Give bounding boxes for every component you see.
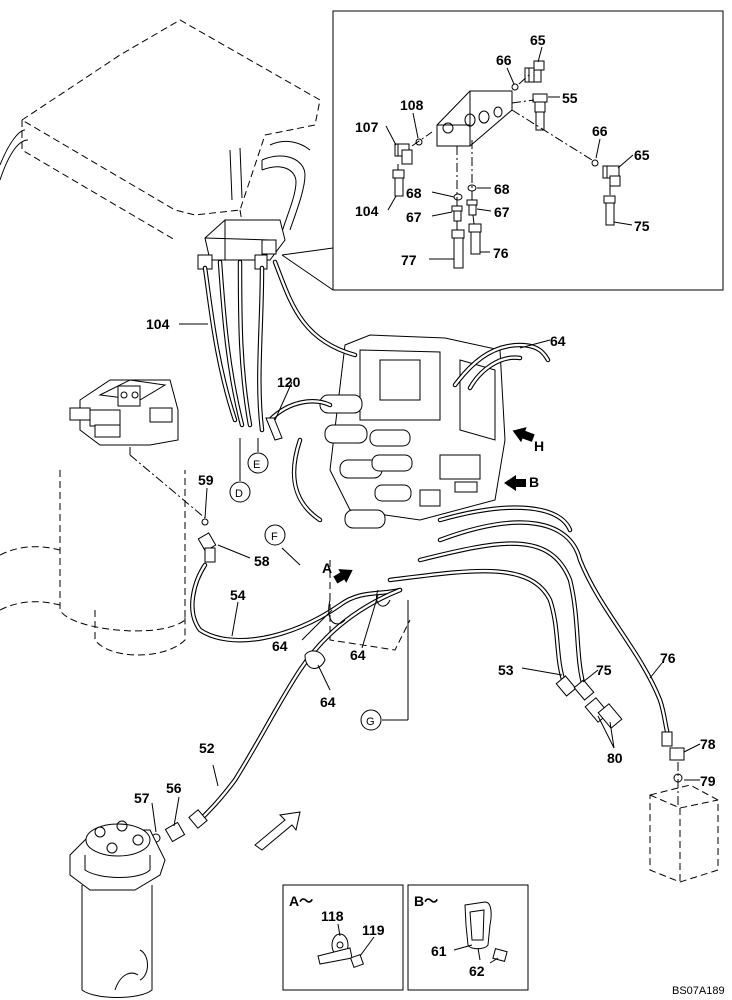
pilot-manifold [197, 219, 286, 270]
label-68-right: 68 [494, 181, 510, 197]
label-108: 108 [400, 97, 424, 113]
detail-view-b-title: B～ [414, 893, 438, 909]
connector-55 [532, 93, 548, 131]
detail-view-b: B～ 61 62 [407, 884, 529, 991]
main-control-valve [319, 334, 506, 529]
label-79: 79 [700, 773, 716, 789]
adapter-67-right [466, 199, 478, 216]
label-66-top: 66 [496, 52, 512, 68]
detail-view-a-title: A～ [289, 893, 313, 909]
o-ring-68-left [453, 193, 463, 201]
label-76: 76 [660, 650, 676, 666]
view-label-h: H [534, 438, 544, 454]
view-arrow-b: B [504, 474, 539, 491]
o-ring-66-top [511, 83, 519, 91]
leader-lines [151, 323, 701, 833]
solenoid-valves [319, 394, 413, 529]
clamp-64-lower [304, 650, 326, 669]
label-76-detail: 76 [493, 245, 509, 261]
label-75-detail: 75 [634, 218, 650, 234]
label-118: 118 [321, 908, 344, 924]
label-120: 120 [277, 374, 301, 390]
drawing-code: BS07A189 [672, 985, 725, 997]
label-61: 61 [431, 943, 447, 959]
connector-75-detail [603, 195, 616, 226]
svg-text:E: E [253, 459, 260, 471]
label-59: 59 [198, 472, 214, 488]
swing-valve-left [69, 379, 206, 519]
label-52: 52 [199, 740, 215, 756]
elbow-fitting-107 [394, 143, 413, 165]
label-75: 75 [596, 662, 612, 678]
view-label-b: B [529, 474, 539, 490]
connector-76-detail [468, 223, 482, 255]
label-104-detail: 104 [355, 203, 379, 219]
svg-text:G: G [366, 716, 375, 728]
label-57: 57 [134, 790, 150, 806]
marker-d: D [229, 438, 251, 503]
label-56: 56 [166, 780, 182, 796]
label-66-right: 66 [592, 123, 608, 139]
label-68-left: 68 [406, 185, 422, 201]
svg-text:D: D [235, 488, 243, 500]
elbow-fitting-65-top [524, 60, 545, 83]
o-ring-66-right [591, 159, 599, 167]
label-58: 58 [254, 553, 270, 569]
adapter-67-left [451, 205, 463, 222]
label-65-right: 65 [634, 147, 650, 163]
front-direction-arrow [254, 811, 301, 851]
o-ring-59 [201, 518, 209, 526]
elbow-fitting-65-right [602, 165, 621, 187]
label-104: 104 [146, 316, 170, 332]
label-64-low: 64 [320, 694, 336, 710]
label-67-right: 67 [494, 204, 510, 220]
marker-g: G [360, 600, 409, 731]
hose-bundle-104 [202, 259, 358, 433]
marker-f: F [264, 524, 301, 566]
detail-view-a: A～ 118 119 [282, 884, 404, 991]
view-arrow-a: A [322, 560, 353, 584]
view-arrow-h: H [512, 427, 544, 454]
view-label-a: A [322, 560, 332, 576]
swing-motor [69, 820, 166, 998]
hoses [190, 259, 671, 823]
part-labels: 64 104 120 59 58 54 64 64 64 53 75 76 78… [134, 316, 716, 806]
marker-e: E [247, 438, 269, 474]
connector-77-detail [451, 229, 465, 269]
clamp-120 [265, 417, 283, 441]
label-64-top: 64 [550, 333, 566, 349]
label-78: 78 [700, 736, 716, 752]
label-64-left: 64 [272, 638, 288, 654]
detail-inset: 65 66 55 108 107 66 65 68 68 104 67 67 7… [281, 10, 724, 291]
label-55: 55 [562, 90, 578, 106]
label-77: 77 [401, 252, 417, 268]
label-54: 54 [230, 587, 246, 603]
connector-104-detail [392, 169, 405, 197]
svg-text:F: F [271, 531, 278, 543]
label-107: 107 [355, 119, 379, 135]
hose-fittings [151, 518, 685, 843]
label-62: 62 [469, 963, 485, 979]
label-80: 80 [607, 750, 623, 766]
label-64-mid: 64 [350, 647, 366, 663]
label-119: 119 [362, 922, 385, 938]
label-65-top: 65 [530, 32, 546, 48]
label-53: 53 [498, 662, 514, 678]
o-ring-108 [415, 138, 423, 146]
label-67-left: 67 [406, 209, 422, 225]
